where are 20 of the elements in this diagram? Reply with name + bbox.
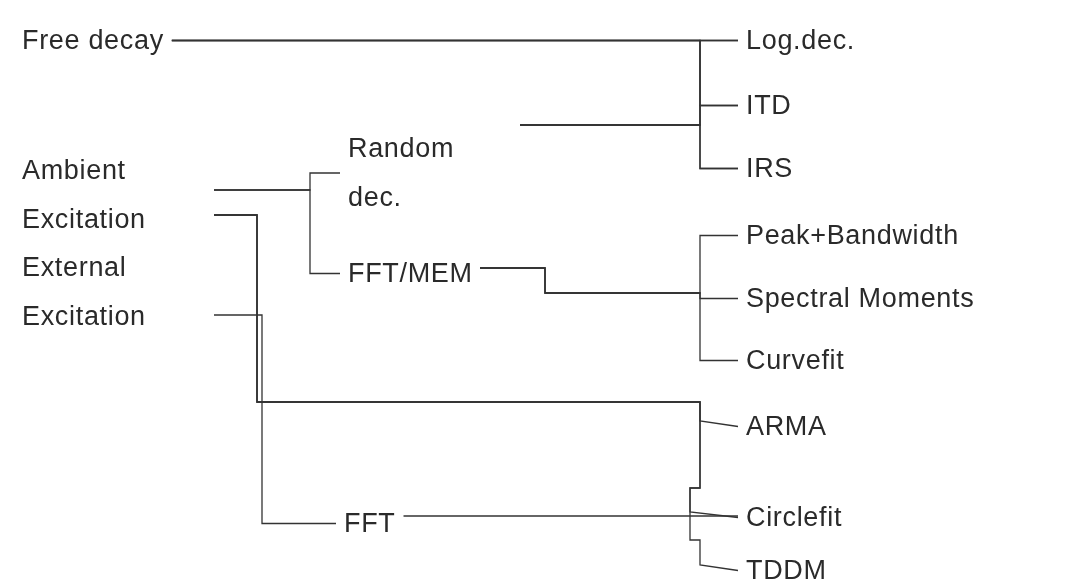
- label-text: Free decay: [14, 16, 172, 65]
- label-text: ITD: [738, 81, 800, 130]
- connector-line: [213, 314, 337, 525]
- label-text: Peak+Bandwidth: [738, 211, 967, 260]
- label-text: Log.dec.: [738, 16, 858, 65]
- label-text: Curvefit: [738, 336, 853, 385]
- label-text: Ambient Excitation: [14, 146, 214, 244]
- connector-line: [479, 267, 739, 362]
- connector-line: [402, 515, 739, 517]
- label-text: Circlefit: [738, 493, 851, 542]
- label-text: FFT/MEM: [340, 249, 480, 298]
- label-text: FFT: [336, 499, 404, 548]
- label-text: ARMA: [738, 402, 835, 451]
- label-text: Random dec.: [340, 124, 520, 222]
- label-text: IRS: [738, 144, 802, 193]
- label-text: TDDM: [738, 546, 835, 581]
- connector-line: [213, 189, 341, 275]
- label-text: External Excitation: [14, 243, 214, 341]
- connector-line: [519, 124, 739, 170]
- label-text: Spectral Moments: [738, 274, 983, 323]
